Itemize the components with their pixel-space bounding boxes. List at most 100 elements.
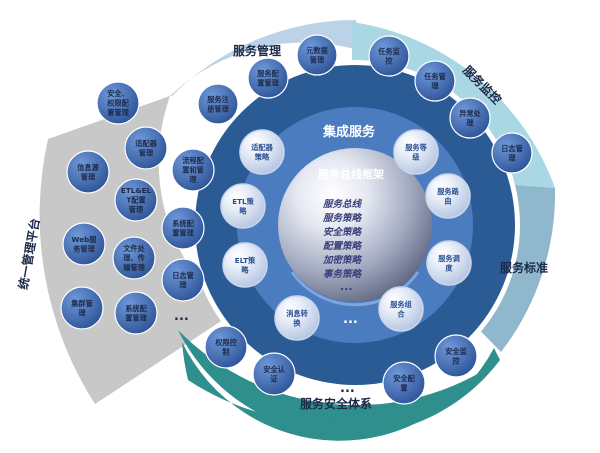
platform-bubble-2-circle <box>66 150 110 194</box>
platform-bubble-0-label: 置管理 <box>107 108 129 117</box>
mgmt-bubble-0-label: 管理 <box>310 55 325 64</box>
platform-bubble-10-label: 系统配 <box>125 304 147 313</box>
security-bubble-2-circle <box>382 361 426 405</box>
service-standard-title: 服务标准 <box>500 260 548 275</box>
security-bubble-3-label: 控 <box>452 356 460 365</box>
integration-bubble-0-label: 策略 <box>254 152 270 161</box>
bus-line-2: 服务策略 <box>322 212 363 224</box>
integration-bubble-5-circle <box>426 240 472 286</box>
integration-bubble-4-circle <box>222 242 268 288</box>
integration-bubble-2-label: ETL策 <box>232 197 254 206</box>
monitor-bubble-0-label: 控 <box>385 56 393 65</box>
platform-bubble-7-circle <box>112 236 156 280</box>
platform-bubble-8-label: 日志管 <box>172 271 194 280</box>
platform-bubble-3-label: 置和管 <box>182 166 204 175</box>
platform-bubble-0-label: 安全、 <box>107 89 129 98</box>
platform-bubble-9-label: 理 <box>78 308 86 317</box>
service-mgmt-title: 服务管理 <box>233 43 281 58</box>
monitor-bubble-0-label: 任务监 <box>377 47 400 56</box>
integration-bubble-7-circle <box>378 286 424 332</box>
security-bubble-1-label: 安全认 <box>263 365 285 374</box>
mgmt-bubble-2-label: 服务注 <box>207 95 229 104</box>
security-bubble-1-label: 证 <box>270 374 278 383</box>
platform-bubble-5-circle <box>161 206 205 250</box>
platform-bubble-1-label: 管理 <box>139 148 154 157</box>
monitor-bubble-1-circle <box>414 60 456 102</box>
bus-line-6: 事务策略 <box>323 268 363 280</box>
integration-title: 集成服务 <box>322 124 376 140</box>
platform-bubble-6-circle <box>62 222 106 266</box>
platform-bubble-3-circle <box>171 148 215 192</box>
platform-bubble-3-label: 理 <box>189 175 197 184</box>
mgmt-bubble-1-label: 置管理 <box>257 78 279 87</box>
platform-bubble-8-label: 理 <box>179 280 187 289</box>
platform-bubble-8-circle <box>161 258 205 302</box>
security-bubble-0-label: 权限控 <box>214 338 237 347</box>
platform-bubble-10-circle <box>114 291 158 335</box>
mgmt-bubble-0-label: 元数据 <box>306 46 328 55</box>
platform-bubble-7-label: 输管理 <box>123 263 145 272</box>
monitor-bubble-2-label: 理 <box>466 118 474 127</box>
platform-bubble-4-label: ETL&EL <box>121 186 152 195</box>
platform-bubble-4-label: T配置 <box>126 196 145 205</box>
bus-line-5: 加密策略 <box>322 254 363 266</box>
integration-bubble-1-label: 级 <box>412 152 420 161</box>
integration-bubble-0-circle <box>239 129 285 175</box>
monitor-bubble-3-label: 理 <box>508 153 516 162</box>
platform-bubble-10-label: 置管理 <box>125 313 147 322</box>
security-bubble-0-circle <box>204 325 248 369</box>
bus-more: ... <box>340 280 353 293</box>
integration-bubble-1-label: 服务等 <box>405 143 427 152</box>
platform-bubble-6-label: 务管理 <box>73 244 95 253</box>
security-more: ... <box>340 381 355 396</box>
bus-line-3: 安全策略 <box>323 226 363 238</box>
security-bubble-2-label: 置 <box>400 383 407 392</box>
integration-bubble-2-label: 略 <box>239 206 247 215</box>
security-title: 服务安全体系 <box>300 396 372 411</box>
platform-bubble-1-label: 适配器 <box>135 139 157 148</box>
platform-bubble-7-label: 理、传 <box>123 254 145 263</box>
platform-bubble-6-label: Web服 <box>72 235 98 244</box>
integration-bubble-1-circle <box>393 129 439 175</box>
security-bubble-3-label: 安全监 <box>445 347 467 356</box>
platform-bubble-2-label: 信息源 <box>77 163 99 172</box>
bus-line-4: 配置策略 <box>323 240 363 252</box>
integration-bubble-3-label: 由 <box>444 196 451 205</box>
bubble-layer: 元数据管理服务配置管理服务注册管理任务监控任务管理异常处理日志管理权限控制安全认… <box>60 34 533 405</box>
platform-bubble-7-label: 文件处 <box>122 244 145 253</box>
integration-bubble-7-label: 合 <box>396 309 405 318</box>
platform-bubble-1-circle <box>124 126 168 170</box>
bus-ball <box>278 148 432 302</box>
platform-bubble-5-label: 置管理 <box>172 228 194 237</box>
integration-bubble-6-label: 消息转 <box>286 309 308 318</box>
platform-bubble-4-label: 管理 <box>129 205 144 214</box>
bus-line-1: 服务总线 <box>322 198 363 210</box>
security-sector-band <box>182 342 500 441</box>
monitor-bubble-1-label: 理 <box>431 81 439 90</box>
platform-bubble-3-label: 流程配 <box>182 156 204 165</box>
platform-bubble-0-label: 权限配 <box>106 99 129 108</box>
